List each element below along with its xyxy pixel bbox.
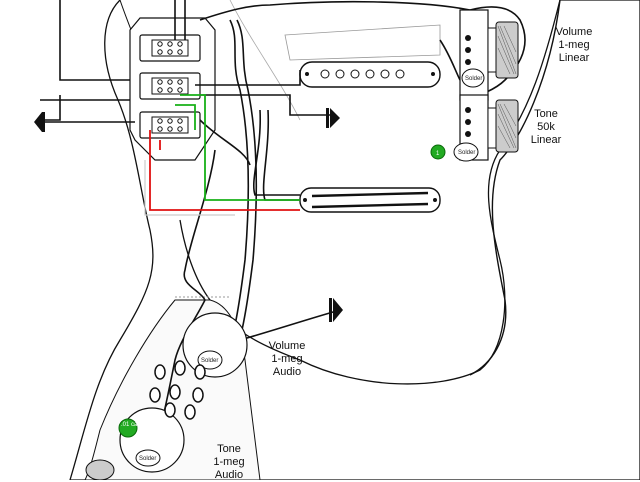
solder-label-4: Solder xyxy=(139,456,156,462)
white-wire xyxy=(144,160,235,216)
volume-pot-top: Solder xyxy=(459,9,519,101)
cap-label-bottom: .01 cap xyxy=(121,422,141,428)
arrow-head-icon xyxy=(34,112,45,132)
solder-label-1: Solder xyxy=(465,76,482,82)
capacitor-icon: .01 cap xyxy=(118,418,141,438)
control-plate-outline xyxy=(229,0,301,121)
tone-pot-top: Solder xyxy=(453,94,519,162)
red-wire xyxy=(149,130,300,211)
knob-icon xyxy=(85,459,115,480)
arrow-head-icon xyxy=(329,298,343,322)
slide-switch-plate xyxy=(129,17,216,161)
solder-label-3: Solder xyxy=(201,358,218,364)
pickguard-edge xyxy=(469,0,561,376)
capacitor-icon: 1 xyxy=(430,144,446,160)
arrow-head-icon xyxy=(326,108,340,128)
green-wire xyxy=(175,94,300,201)
bridge-pickup xyxy=(299,187,441,213)
solder-label-2: Solder xyxy=(458,150,475,156)
volume-pot-bottom: Solder xyxy=(182,312,248,378)
cap-label-top: 1 xyxy=(436,151,440,157)
black-wires xyxy=(40,0,526,431)
tone-pot-bottom: Solder xyxy=(119,407,185,473)
rhythm-switch-lugs xyxy=(149,360,206,420)
neck-pickup xyxy=(284,24,441,88)
